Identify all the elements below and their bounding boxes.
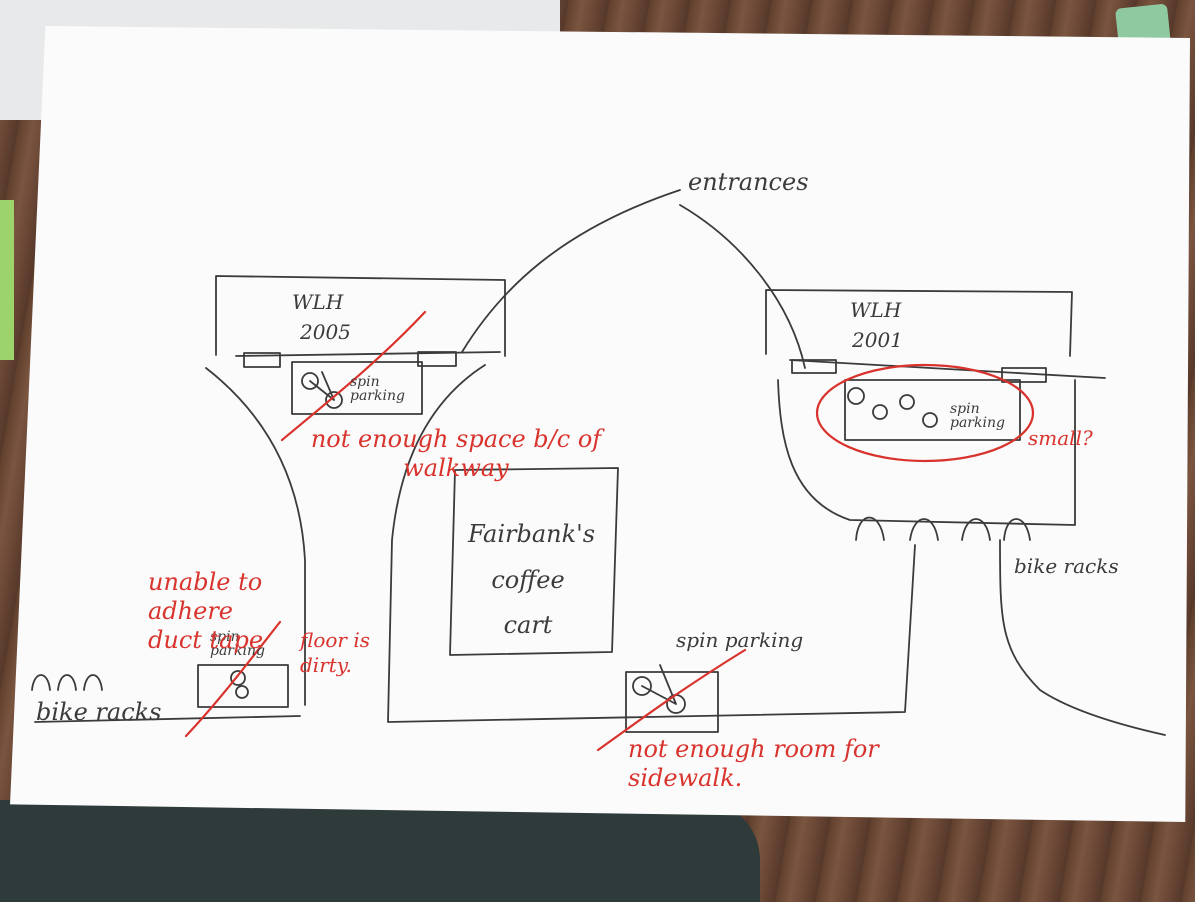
cross-out-bottom-center <box>596 648 747 752</box>
cross-out-top-left <box>280 310 427 442</box>
note-unable-duct-tape: unable to adhere duct tape <box>148 568 264 654</box>
coffee-cart-label: Fairbank's coffee cart <box>468 520 596 640</box>
building-right-room: 2001 <box>852 328 903 352</box>
note-small: small? <box>1028 426 1093 450</box>
building-right-outline <box>765 289 1073 357</box>
building-right-wall <box>789 359 1106 379</box>
cross-out-bottom-left <box>184 620 282 738</box>
entrance-arc-left <box>461 189 681 353</box>
spin-parking-bottom-center-label: spin parking <box>676 628 804 652</box>
ground-line-left <box>34 715 301 723</box>
spin-parking-bottom-left-label: spin parking <box>210 629 265 659</box>
bike-rack-right-arches <box>855 516 1031 541</box>
note-not-enough-room: not enough room for sidewalk. <box>628 735 879 792</box>
door-left-1 <box>243 352 281 368</box>
building-left-name: WLH <box>292 290 344 314</box>
building-left-room: 2005 <box>300 320 351 344</box>
building-left-outline <box>215 275 506 357</box>
door-right-1 <box>791 359 837 374</box>
spin-box-bottom-center <box>625 671 719 733</box>
plaza-mid-curve <box>387 364 916 723</box>
note-not-enough-space: not enough space b/c of walkway <box>310 425 602 482</box>
spin-box-right <box>844 379 1021 441</box>
spin-parking-right-label: spin parking <box>950 401 1005 431</box>
sketch-paper <box>10 26 1190 822</box>
lap-shadow <box>0 800 760 902</box>
spin-box-bottom-left <box>197 664 289 708</box>
entrance-arc-right <box>679 204 806 369</box>
building-right-name: WLH <box>850 298 902 322</box>
sidewalk-right <box>999 539 1166 736</box>
green-object <box>0 200 14 360</box>
bike-rack-left-arches <box>31 674 103 691</box>
spin-box-top-left <box>291 361 423 415</box>
coffee-cart-box <box>449 467 619 656</box>
plaza-left-curve <box>205 367 306 706</box>
spin-parking-top-left-label: spin parking <box>350 374 405 404</box>
door-left-2 <box>417 351 457 367</box>
entrances-label: entrances <box>688 168 809 196</box>
bike-racks-left-label: bike racks <box>36 698 162 726</box>
plaza-right-curve <box>777 379 1076 526</box>
circle-right-spin <box>815 363 1035 463</box>
bike-racks-right-label: bike racks <box>1014 554 1119 578</box>
note-floor-dirty: floor is dirty. <box>300 628 370 677</box>
door-right-2 <box>1001 367 1047 383</box>
bike-doodles <box>230 371 938 714</box>
